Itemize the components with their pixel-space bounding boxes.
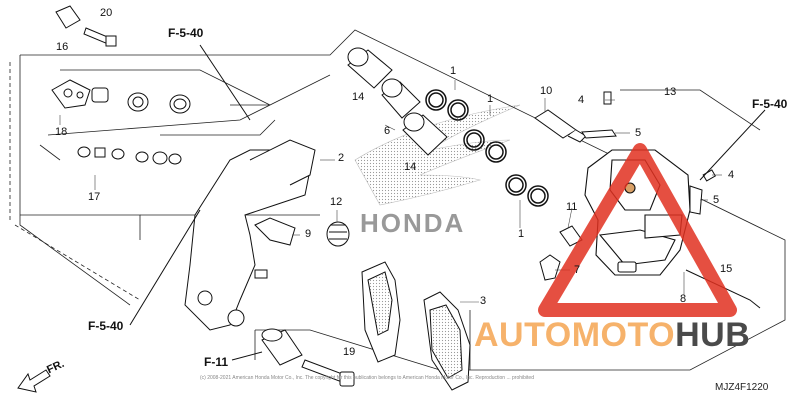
- part-label-2[interactable]: 2: [338, 152, 345, 164]
- pistons: [347, 47, 448, 156]
- part-label-1-mid[interactable]: 1: [487, 93, 494, 105]
- boot: [326, 221, 350, 247]
- caliper-bracket: [184, 139, 316, 331]
- watermark-part-hub: HUB: [675, 316, 751, 354]
- part-label-10[interactable]: 10: [540, 85, 553, 97]
- part-label-16[interactable]: 16: [56, 41, 69, 53]
- pin-parts-set: [51, 79, 191, 165]
- part-label-14-bottom[interactable]: 14: [404, 161, 417, 173]
- part-label-14-top[interactable]: 14: [352, 91, 365, 103]
- copyright-text: (c) 2008-2021 American Honda Motor Co., …: [200, 375, 534, 381]
- pad-pin: [534, 109, 587, 143]
- part-label-19[interactable]: 19: [343, 346, 356, 358]
- collar-and-bolt: [261, 328, 355, 387]
- part-label-17[interactable]: 17: [88, 191, 101, 203]
- watermark-part-auto: AUTO: [474, 316, 572, 354]
- watermark-automotohub: AUTOMOTOHUB: [474, 318, 750, 352]
- ref-f-5-40-top-left[interactable]: F-5-40: [168, 26, 204, 40]
- part-label-4-right[interactable]: 4: [728, 169, 735, 181]
- part-label-5-right[interactable]: 5: [713, 194, 720, 206]
- reference-arrows: [129, 44, 766, 361]
- pad-spring-clip: [254, 217, 296, 246]
- honda-brand-text: HONDA: [360, 208, 466, 238]
- part-label-8[interactable]: 8: [680, 293, 687, 305]
- part-label-4-top[interactable]: 4: [578, 94, 585, 106]
- part-label-15[interactable]: 15: [720, 263, 733, 275]
- ref-f-5-40-top-right[interactable]: F-5-40: [752, 97, 788, 111]
- part-label-11[interactable]: 11: [566, 201, 578, 213]
- part-label-5-top[interactable]: 5: [635, 127, 642, 139]
- honda-wing-logo: [354, 104, 521, 206]
- watermark-triangle: [538, 143, 737, 317]
- part-label-1-top[interactable]: 1: [450, 65, 457, 77]
- piston-seals: [425, 89, 549, 207]
- watermark-part-moto: MOTO: [571, 316, 676, 354]
- upper-bolt-and-collar: [55, 5, 117, 47]
- leader-lines: [59, 80, 722, 303]
- part-label-9[interactable]: 9: [305, 228, 312, 240]
- diagram-code: MJZ4F1220: [715, 382, 769, 393]
- part-label-6[interactable]: 6: [384, 125, 391, 137]
- part-label-13[interactable]: 13: [664, 86, 677, 98]
- ref-f-11[interactable]: F-11: [204, 355, 229, 369]
- front-arrow: [17, 369, 51, 393]
- part-label-12[interactable]: 12: [330, 196, 343, 208]
- bleed-screws: [581, 91, 717, 215]
- part-label-20[interactable]: 20: [100, 7, 113, 19]
- part-label-18[interactable]: 18: [55, 126, 68, 138]
- part-label-3[interactable]: 3: [480, 295, 487, 307]
- ref-f-5-40-bottom-left[interactable]: F-5-40: [88, 319, 124, 333]
- part-label-7[interactable]: 7: [574, 264, 581, 276]
- part-label-1-bottom[interactable]: 1: [518, 228, 525, 240]
- brake-pads: [361, 261, 471, 391]
